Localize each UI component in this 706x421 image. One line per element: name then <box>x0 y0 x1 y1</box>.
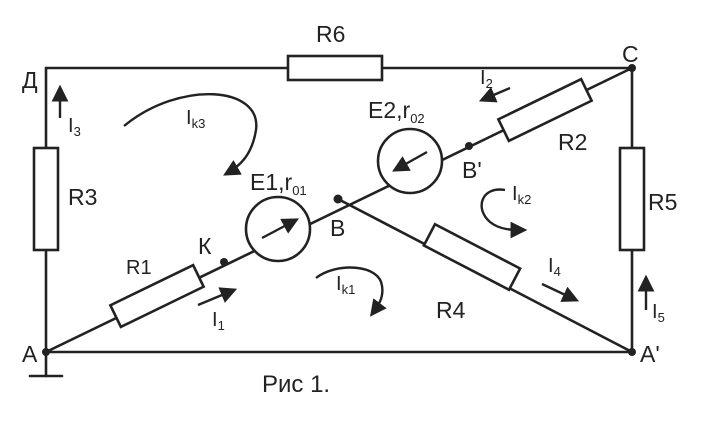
label-ik2: Ik2 <box>512 183 531 207</box>
label-node-a: А <box>22 341 38 367</box>
node-b-dot <box>333 194 343 204</box>
label-r3: R3 <box>68 184 97 210</box>
label-e2: E2,r02 <box>368 97 425 126</box>
label-node-k: К <box>198 233 212 259</box>
node-c-dot <box>628 64 636 72</box>
source-e2-arrow-icon <box>392 150 428 172</box>
label-e1: E1,r01 <box>250 169 307 198</box>
node-a-dot <box>42 348 50 356</box>
figure-caption: Рис 1. <box>262 371 330 398</box>
label-node-c: С <box>622 41 639 67</box>
node-a-prime-dot <box>628 348 636 356</box>
label-i1: I1 <box>212 309 225 333</box>
label-node-b: В <box>330 215 345 241</box>
label-i4: I4 <box>548 255 561 279</box>
label-node-a-prime: А' <box>640 341 660 367</box>
loop-ik2-arrow-icon <box>480 188 528 239</box>
current-i1-arrow-icon <box>197 287 238 307</box>
resistor-r4 <box>422 222 522 292</box>
source-e1-arrow-icon <box>261 218 299 240</box>
label-r4: R4 <box>436 297 466 323</box>
label-r5: R5 <box>648 189 677 215</box>
current-i2-arrow-icon <box>478 86 511 103</box>
label-i3: I3 <box>68 115 81 139</box>
loop-ik3-arrow-icon <box>123 92 258 176</box>
label-i2: I2 <box>480 67 493 91</box>
resistor-r1 <box>108 263 206 329</box>
resistor-r5 <box>618 146 646 252</box>
label-ik3: Ik3 <box>186 107 205 131</box>
node-b-prime-dot <box>465 142 473 150</box>
resistor-r2 <box>496 77 594 143</box>
label-node-d: Д <box>22 67 38 93</box>
loop-ik1-arrow-icon <box>315 266 387 317</box>
resistor-r3 <box>32 146 60 252</box>
label-i5: I5 <box>652 301 665 325</box>
label-r6: R6 <box>316 21 345 47</box>
resistor-r6 <box>286 54 384 82</box>
label-r2: R2 <box>558 129 587 155</box>
label-node-b-prime: В' <box>462 157 482 183</box>
node-k-dot <box>220 258 228 266</box>
label-r1: R1 <box>126 257 152 279</box>
current-i4-arrow-icon <box>541 282 580 302</box>
label-ik1: Ik1 <box>336 273 355 297</box>
